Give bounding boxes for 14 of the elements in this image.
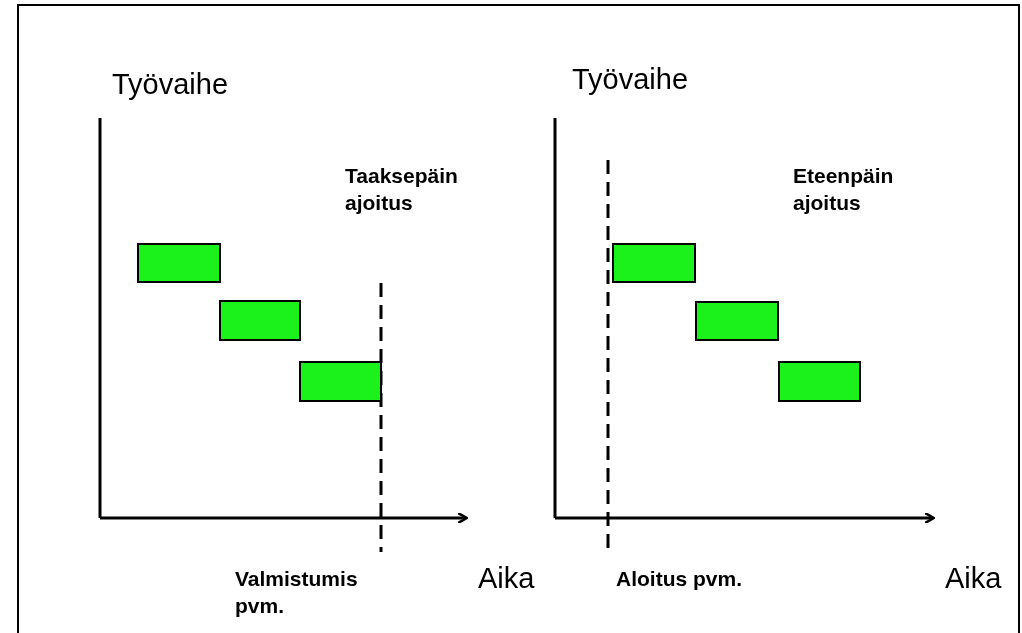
- axis-note: Aloitus pvm.: [616, 566, 743, 592]
- axis-title: Aika: [478, 562, 536, 595]
- annotation: Taaksepäin ajoitus: [345, 163, 459, 216]
- bar: [695, 301, 779, 341]
- bar: [219, 300, 301, 341]
- bar: [299, 361, 382, 402]
- axis-note: Valmistumis pvm.: [235, 566, 359, 619]
- bar: [137, 243, 221, 283]
- bar: [612, 243, 696, 283]
- axis-title: Työvaihe: [572, 63, 690, 96]
- bar: [778, 361, 861, 402]
- annotation: Eteenpäin ajoitus: [793, 163, 895, 216]
- axis-title: Työvaihe: [112, 68, 230, 101]
- axis-title: Aika: [945, 562, 1003, 595]
